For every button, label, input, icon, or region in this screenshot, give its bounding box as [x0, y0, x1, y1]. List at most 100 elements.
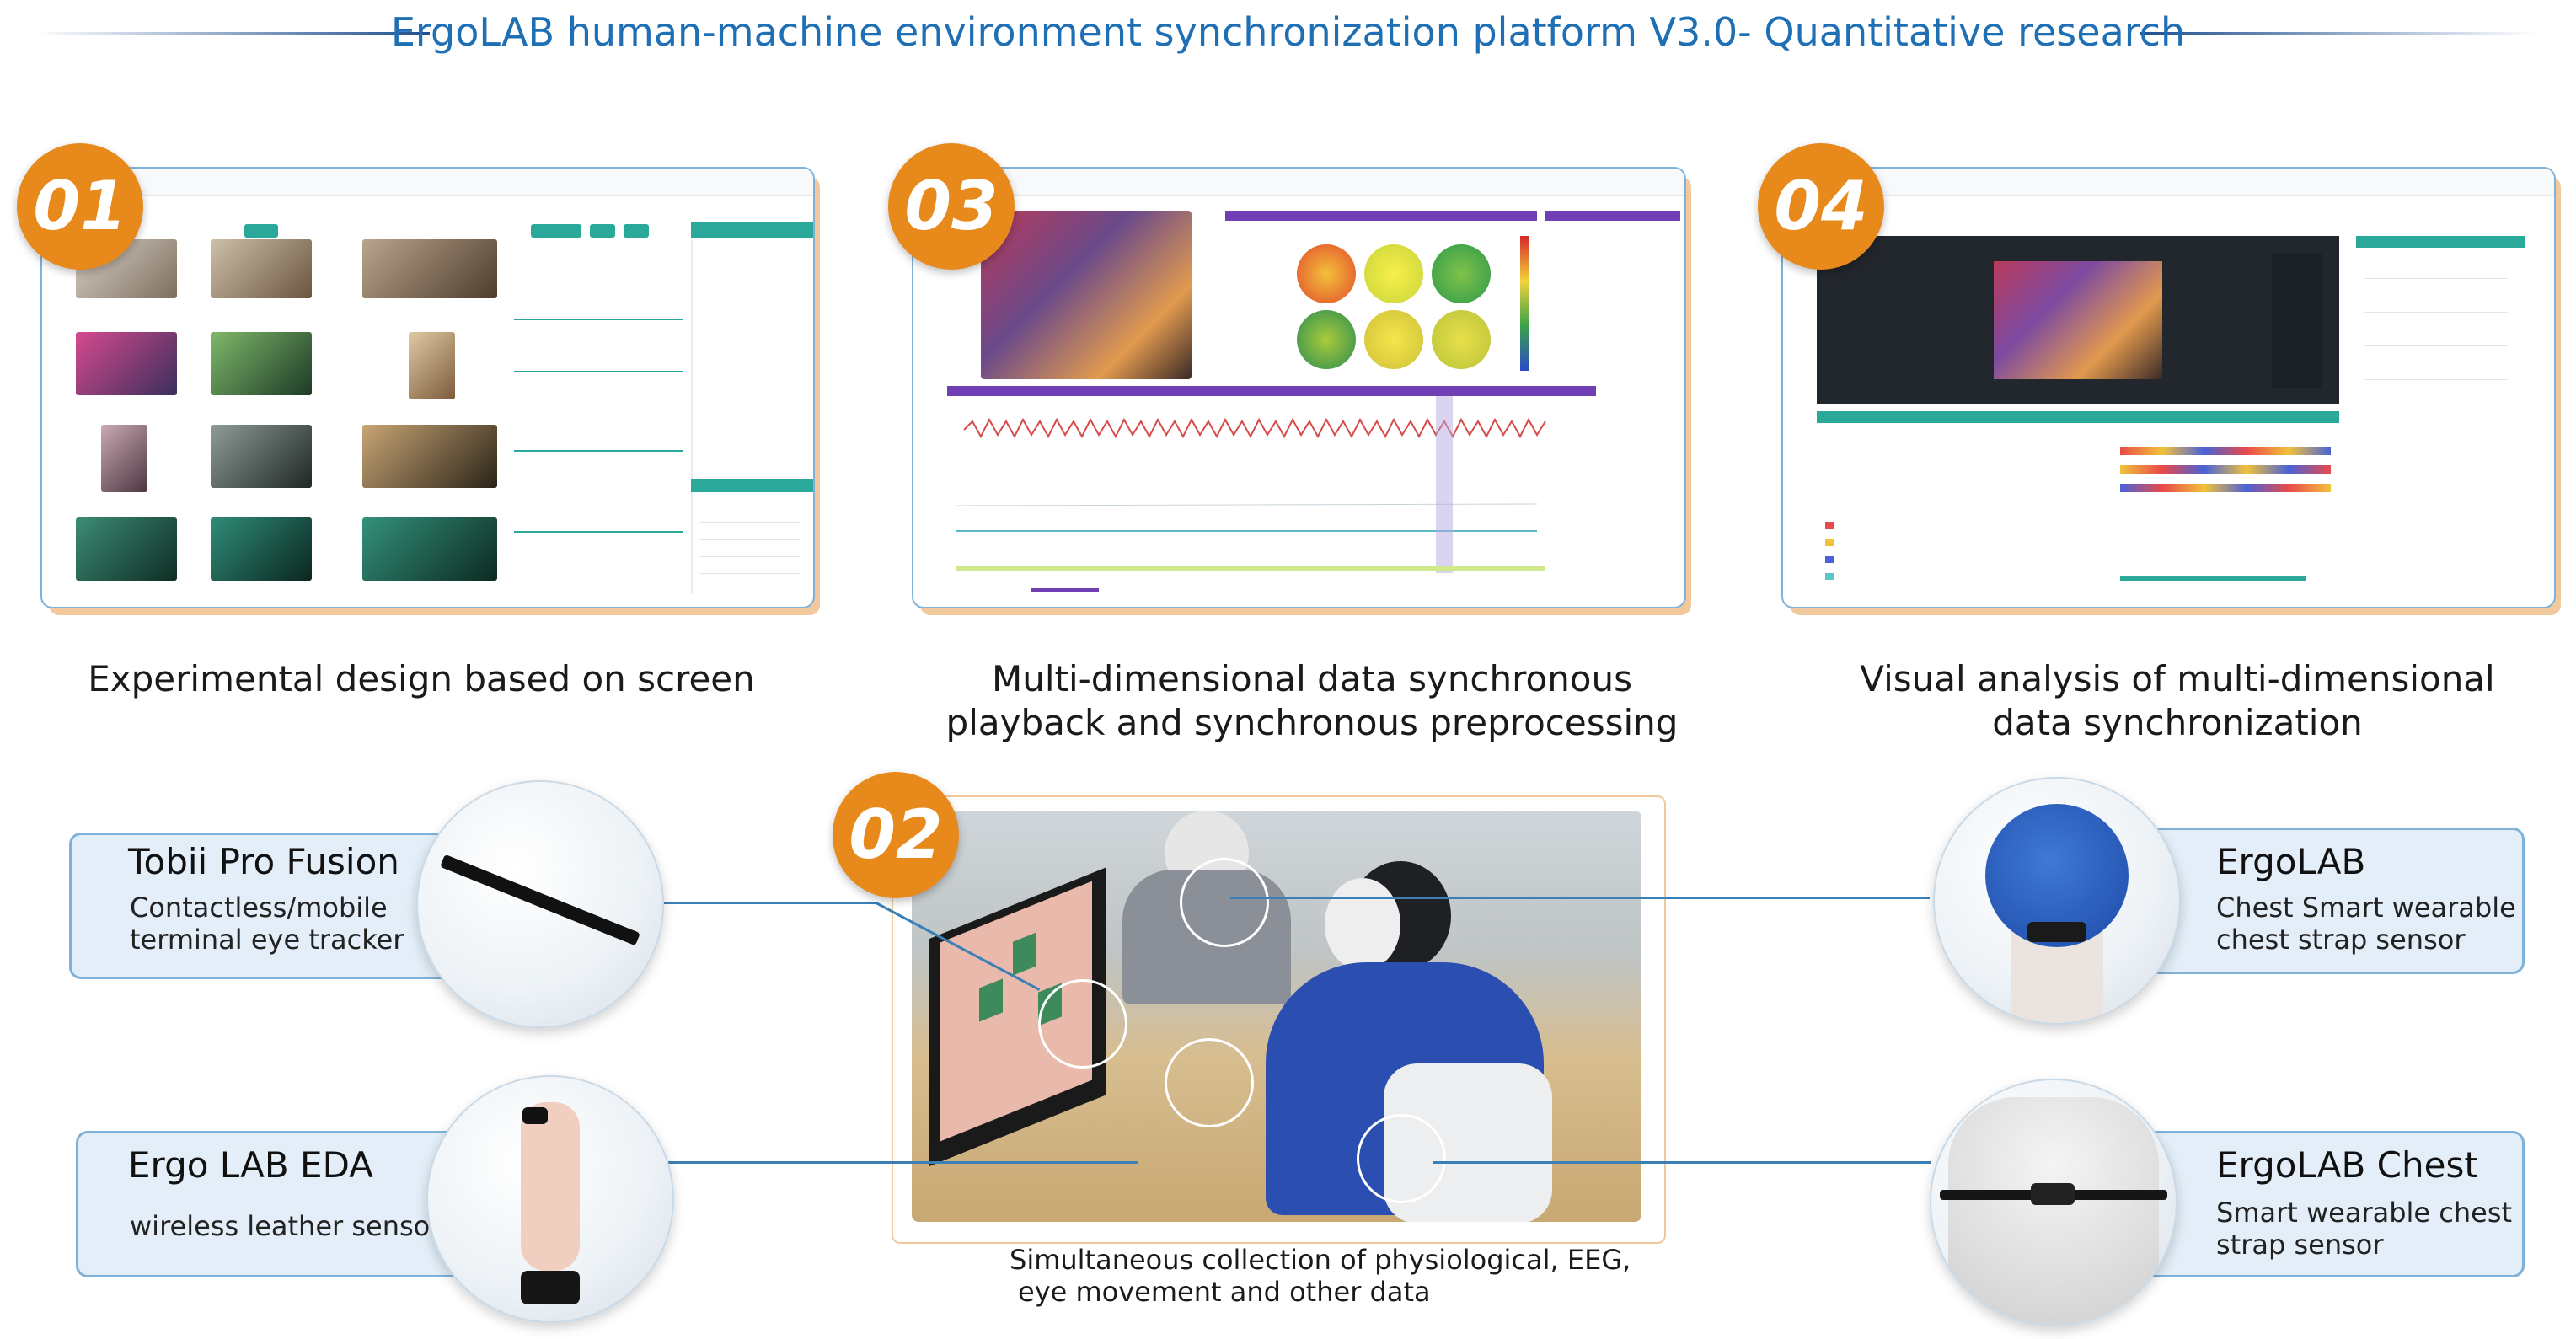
- eeg-amplifier: [2027, 922, 2086, 942]
- sensor-desc-chest: Smart wearable chest strap sensor: [2216, 1197, 2512, 1261]
- sensor-highlight-eyetracker: [1038, 979, 1127, 1069]
- sensor-name-tobii: Tobii Pro Fusion: [128, 841, 399, 882]
- analysis-header: [1817, 411, 2339, 423]
- mini-toolbar: [42, 169, 813, 196]
- eeg-topomap: [1364, 244, 1423, 303]
- settings-row: [2364, 345, 2508, 346]
- progress-bar: [2120, 576, 2306, 581]
- sensor-name-eeg: ErgoLAB: [2216, 841, 2366, 882]
- settings-row: [2364, 379, 2508, 380]
- signal-header: [947, 386, 1596, 396]
- signal-plot: [947, 396, 1596, 573]
- caption-simultaneous-collection: Simultaneous collection of physiological…: [1010, 1244, 1650, 1308]
- flow-connector: [514, 450, 683, 452]
- photo-frame: [892, 795, 1666, 1244]
- property-header: [691, 222, 813, 238]
- panel-experimental-design: [40, 167, 815, 608]
- stimulus-thumbnail: [76, 517, 177, 581]
- flow-connector: [514, 371, 683, 372]
- step-badge-01: 01: [17, 143, 143, 270]
- sensor-desc-line: Smart wearable chest: [2216, 1197, 2513, 1229]
- step-badge-04: 04: [1758, 143, 1884, 270]
- participant-face: [1325, 878, 1400, 971]
- flow-connector: [514, 531, 683, 533]
- panel-visual-analysis: [1781, 167, 2556, 608]
- mini-button: [244, 224, 278, 238]
- caption-line: eye movement and other data: [1018, 1276, 1431, 1308]
- timeline-bar: [956, 566, 1545, 571]
- caption-experimental-design: Experimental design based on screen: [88, 658, 755, 699]
- mini-button: [531, 224, 581, 238]
- sensor-image-eeg: [1933, 777, 2181, 1025]
- stimulus-thumbnail: [211, 517, 312, 581]
- connector-eda: [657, 1161, 1138, 1164]
- stimulus-frame: [1994, 261, 2162, 379]
- connector-eeg: [1230, 897, 1930, 899]
- connector-tobii: [657, 902, 876, 904]
- sensor-name-chest: ErgoLAB Chest: [2216, 1144, 2478, 1186]
- mini-button: [624, 224, 649, 238]
- stimulus-thumbnail: [211, 425, 312, 488]
- eeg-topomap: [1432, 244, 1491, 303]
- eeg-header: [1225, 211, 1537, 221]
- aoi-legend: [2272, 253, 2322, 388]
- page-title: ErgoLAB human-machine environment synchr…: [390, 9, 2186, 55]
- eeg-topomap: [1432, 310, 1491, 369]
- sensor-image-eda: [426, 1075, 674, 1323]
- sensor-name-eda: Ergo LAB EDA: [128, 1144, 373, 1186]
- settings-row: [2364, 312, 2508, 313]
- aoi-swatch: [1825, 573, 1834, 580]
- sensor-desc-line: Contactless/mobile: [130, 892, 388, 924]
- hand: [521, 1102, 580, 1271]
- torso: [1948, 1097, 2159, 1325]
- step-badge-02: 02: [833, 772, 959, 898]
- sequence-bar: [2120, 447, 2331, 455]
- stimulus-thumbnail: [211, 332, 312, 395]
- video-pane: [981, 211, 1192, 379]
- sensor-highlight-chest: [1357, 1114, 1446, 1203]
- caption-visual-analysis: Visual analysis of multi-dimensional dat…: [1781, 657, 2573, 745]
- finger-electrode: [522, 1107, 548, 1124]
- stimulus-thumbnail: [362, 517, 497, 581]
- sensor-image-tobii: [416, 780, 664, 1028]
- stimulus-thumbnail: [76, 332, 177, 395]
- eda-device: [521, 1271, 580, 1304]
- experiment-photo: [912, 811, 1641, 1222]
- title-rule-left: [34, 32, 430, 35]
- property-row: [699, 573, 801, 574]
- mini-button: [590, 224, 615, 238]
- sensor-highlight-eda: [1165, 1038, 1254, 1127]
- stimulus-thumbnail: [211, 239, 312, 298]
- timeline-scrubber[interactable]: [1031, 588, 1099, 592]
- sensor-desc-eda: wireless leather sensor: [130, 1210, 442, 1242]
- selection-window: [1436, 396, 1453, 573]
- sensor-desc-tobii: Contactless/mobile terminal eye tracker: [130, 892, 404, 956]
- sequence-bar: [2120, 484, 2331, 492]
- settings-header: [2356, 236, 2525, 248]
- sensor-desc-line: Chest Smart wearable: [2216, 892, 2516, 924]
- settings-row: [2364, 278, 2508, 279]
- color-scale: [1520, 236, 1529, 371]
- sensor-desc-line: chest strap sensor: [2216, 924, 2466, 956]
- settings-header: [1545, 211, 1680, 221]
- sensor-desc-line: terminal eye tracker: [130, 924, 404, 956]
- stimulus-thumbnail: [362, 425, 497, 488]
- eeg-topomap: [1297, 244, 1356, 303]
- connector-chest: [1433, 1161, 1931, 1164]
- eye-tracker-bar: [440, 854, 640, 946]
- aoi-swatch: [1825, 539, 1834, 546]
- sensor-desc-line: strap sensor: [2216, 1229, 2384, 1261]
- caption-synchronous-playback: Multi-dimensional data synchronous playb…: [912, 657, 1712, 745]
- eeg-topomap: [1297, 310, 1356, 369]
- property-row: [699, 539, 801, 540]
- eeg-topomap: [1364, 310, 1423, 369]
- mini-toolbar: [1783, 169, 2554, 196]
- panel-synchronous-playback: [912, 167, 1686, 608]
- replay-viewer: [1817, 236, 2339, 404]
- sensor-desc-eeg: Chest Smart wearable chest strap sensor: [2216, 892, 2516, 956]
- caption-line: Multi-dimensional data synchronous: [991, 658, 1633, 699]
- title-rule-right: [2140, 32, 2536, 35]
- aoi-swatch: [1825, 522, 1834, 529]
- property-row: [699, 522, 801, 523]
- sensor-highlight-eeg: [1180, 858, 1269, 947]
